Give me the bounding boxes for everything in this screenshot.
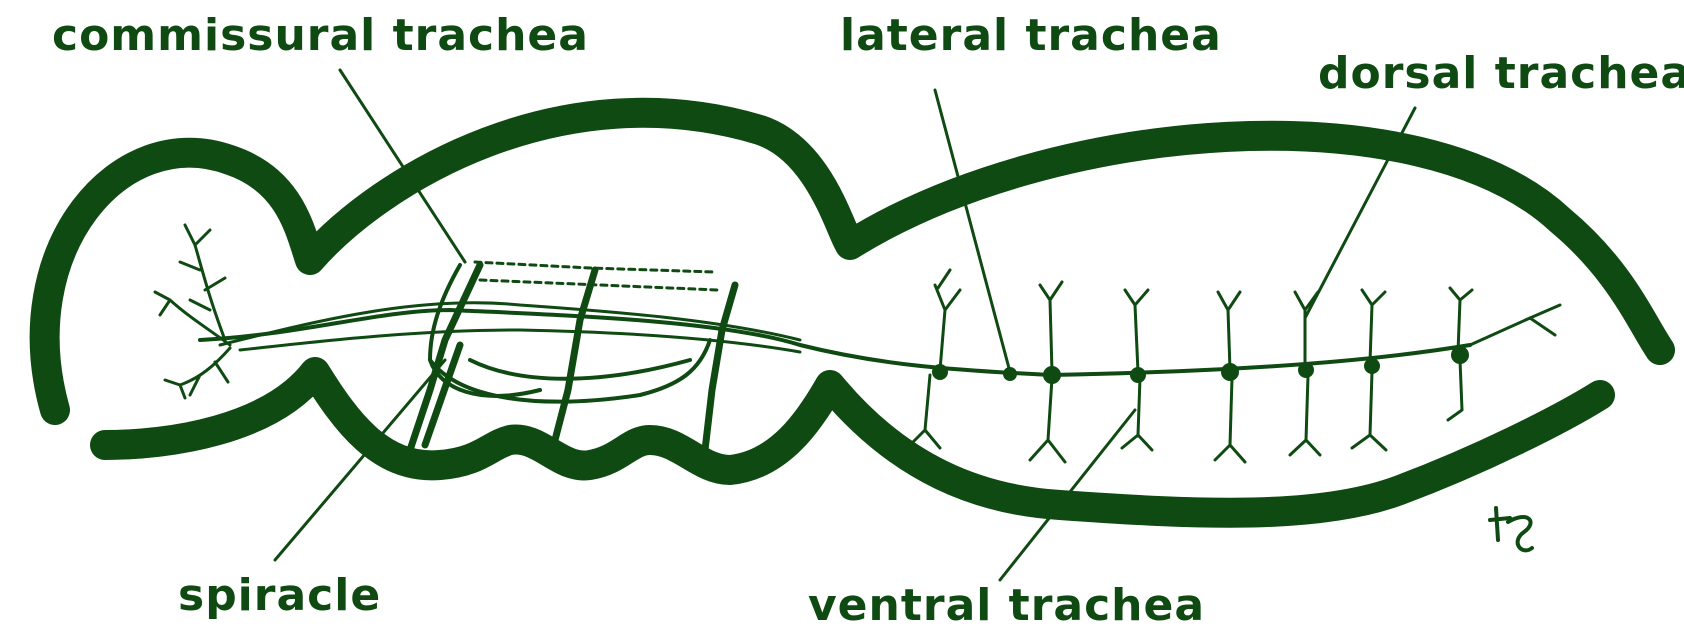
lateral-trunk-upper — [220, 303, 800, 345]
trunk-nodes — [933, 347, 1468, 383]
label-lateral-trachea: lateral trachea — [840, 14, 1222, 58]
spiracle-stalks — [410, 265, 735, 450]
signature-mark — [1488, 500, 1544, 560]
leader-lateral — [935, 90, 1010, 372]
label-spiracle: spiracle — [178, 574, 381, 618]
label-ventral-trachea: ventral trachea — [808, 584, 1205, 628]
label-commissural-trachea: commissural trachea — [52, 14, 589, 58]
anterior-branches — [155, 225, 230, 398]
label-dorsal-trachea: dorsal trachea — [1318, 52, 1684, 96]
body-outline-dorsal — [45, 113, 1660, 410]
lateral-trunk-main — [200, 310, 1470, 375]
